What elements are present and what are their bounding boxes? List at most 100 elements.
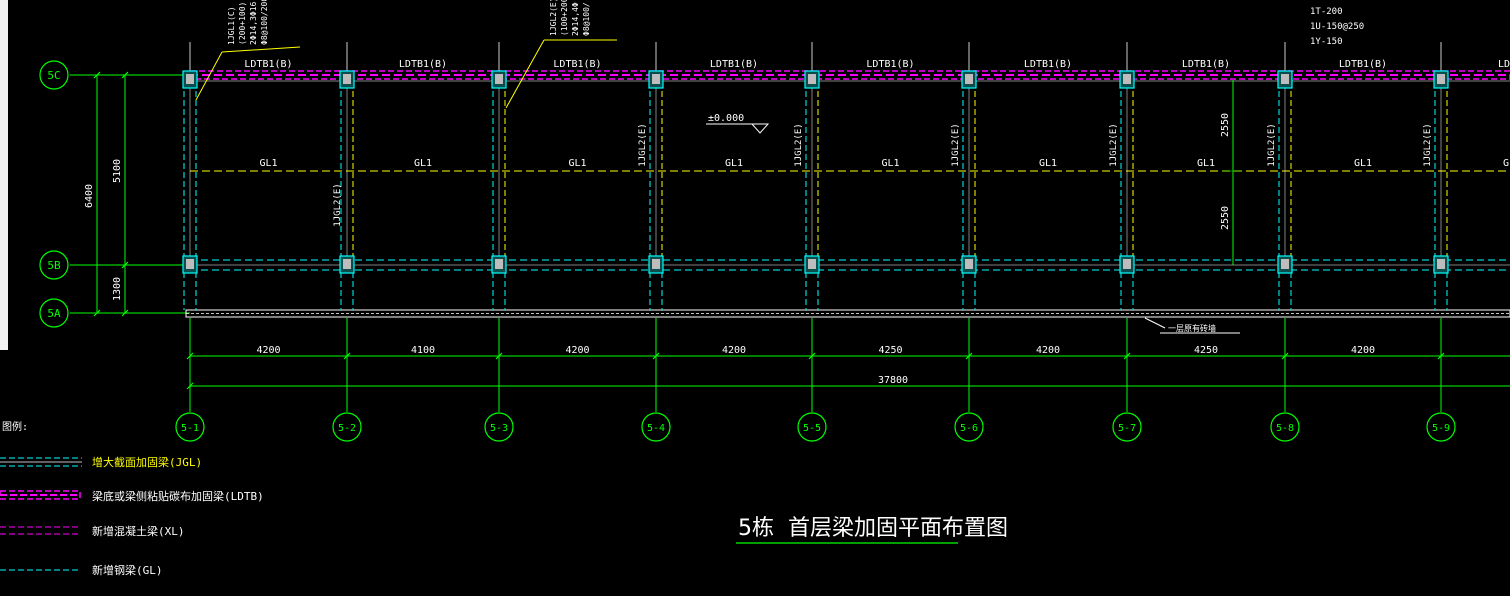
span-dimension-text: 4250: [1194, 345, 1218, 356]
span-dimension-text: 4200: [722, 345, 746, 356]
jgl2-column-label: 1JGL2(E): [1109, 123, 1119, 166]
legend-ldtb-swatch: [0, 490, 81, 500]
vertical-dimension-lower-text: 1300: [112, 277, 123, 301]
span-dimension-tick: [1123, 352, 1131, 360]
ldtb-beam-label: LDTB1(B): [399, 59, 447, 70]
row-axis-bubble: [39, 250, 69, 280]
column-axis-label: 5-7: [1118, 423, 1136, 434]
window-left-edge: [0, 0, 8, 350]
vertical-dimension-upper-text: 5100: [112, 159, 123, 183]
column-5b-core: [808, 259, 816, 269]
ldtb-beam-label: LDTB1(B): [553, 59, 601, 70]
column-axis-bubble: [332, 412, 362, 442]
jgl2-note-line: Φ8@100/: [582, 2, 591, 36]
column-5c-core: [343, 74, 351, 84]
gl1-beam-label: GL1: [1354, 158, 1372, 169]
gl1-beam-label-partial: GL1: [1503, 158, 1510, 169]
total-dimension-text: 37800: [878, 375, 908, 386]
gl1-beam-label: GL1: [568, 158, 586, 169]
row-axis-bubble: [39, 60, 69, 90]
span-dimension-tick: [808, 352, 816, 360]
jgl2-column-label: 1JGL2(E): [951, 123, 961, 166]
row-axis-label: 5C: [47, 69, 60, 82]
column-axis-label: 5-9: [1432, 423, 1450, 434]
column-5b-core: [652, 259, 660, 269]
ldtb-beam-label: LDTB1(B): [244, 59, 292, 70]
span-dimension-tick: [343, 352, 351, 360]
jgl1-note-line: (200+100): [238, 2, 247, 45]
column-axis-bubble: [1426, 412, 1456, 442]
ldtb-beam-label: LDTB1(B): [866, 59, 914, 70]
jgl2-note-label: 1JGL2(E): [549, 0, 558, 36]
jgl2-column-label: 1JGL2(E): [1267, 123, 1277, 166]
total-dimension-tick: [186, 382, 194, 390]
column-axis-label: 5-2: [338, 423, 356, 434]
column-axis-bubble: [797, 412, 827, 442]
column-axis-label: 5-6: [960, 423, 978, 434]
gl1-beam-label: GL1: [1197, 158, 1215, 169]
span-dimension-tick: [652, 352, 660, 360]
column-axis-label: 5-1: [181, 423, 199, 434]
beams-layer: [185, 70, 1510, 318]
wall-note: 一层原有砖墙: [1168, 323, 1216, 333]
ldtb-beam-label: LDTB1(B): [710, 59, 758, 70]
column-5b-core: [1123, 259, 1131, 269]
column-5c-core: [808, 74, 816, 84]
vertical-dimension-tick: [121, 309, 129, 317]
right-dimension-lower-text: 2550: [1220, 206, 1231, 230]
column-5b-core: [495, 259, 503, 269]
jgl1-label: 1JGL1(C): [227, 6, 236, 45]
elevation-triangle: [706, 123, 770, 134]
column-5b-core: [343, 259, 351, 269]
elevation-mark: ±0.000: [708, 113, 744, 124]
column-5b-core: [965, 259, 973, 269]
column-axis-label: 5-5: [803, 423, 821, 434]
column-axis-bubble: [954, 412, 984, 442]
row-axis-label: 5A: [47, 307, 61, 320]
jgl1-leader: [195, 51, 223, 101]
vertical-dimension-tick: [121, 71, 129, 79]
span-dimension-tick: [1437, 352, 1445, 360]
ldtb-beam-label-partial: LDTB1(B): [1498, 59, 1510, 70]
vertical-dimension-tick: [93, 71, 101, 79]
column-axis-bubble: [1270, 412, 1300, 442]
rebar-note-line-1: 1T-200: [1310, 7, 1343, 17]
legend-item-label: 新增钢梁(GL): [92, 563, 163, 577]
jgl2-column-label: 1JGL2(E): [794, 123, 804, 166]
span-dimension-tick: [186, 352, 194, 360]
column-5c-core: [495, 74, 503, 84]
legend-item-label: 增大截面加固梁(JGL): [92, 455, 202, 469]
jgl2-column-label: 1JGL2(E): [638, 123, 648, 166]
ldtb-beam-label: LDTB1(B): [1339, 59, 1387, 70]
column-axis-bubble: [1112, 412, 1142, 442]
span-dimension-text: 4200: [1036, 345, 1060, 356]
column-5b-core: [1437, 259, 1445, 269]
span-dimension-tick: [1281, 352, 1289, 360]
row-axis-bubble: [39, 298, 69, 328]
jgl2-note-line: 2Φ14,4Φ: [571, 2, 580, 36]
columns-layer: [182, 70, 1449, 310]
rebar-note-line-3: 1Y-150: [1310, 37, 1343, 47]
legend: 图例:增大截面加固梁(JGL)梁底或梁侧粘贴碳布加固梁(LDTB)新增混凝土梁(…: [0, 420, 264, 577]
legend-item-label: 新增混凝土梁(XL): [92, 524, 185, 538]
vertical-dimension-outer-text: 6400: [84, 184, 95, 208]
vertical-dimension-tick: [93, 309, 101, 317]
vertical-dimension-tick: [121, 261, 129, 269]
span-dimension-tick: [965, 352, 973, 360]
row-axis-label: 5B: [47, 259, 61, 272]
span-dimension-text: 4250: [878, 345, 902, 356]
column-axis-label: 5-4: [647, 423, 665, 434]
column-5c-core: [1281, 74, 1289, 84]
ldtb-beam-label: LDTB1(B): [1182, 59, 1230, 70]
column-axis-bubble: [484, 412, 514, 442]
gl1-beam-label: GL1: [414, 158, 432, 169]
column-5c-core: [1437, 74, 1445, 84]
gl1-beam-label: GL1: [725, 158, 743, 169]
column-5c-core: [1123, 74, 1131, 84]
span-dimension-tick: [495, 352, 503, 360]
jgl1-note-line: Φ8@100/200: [260, 0, 269, 45]
legend-item-label: 梁底或梁侧粘贴碳布加固梁(LDTB): [92, 489, 264, 503]
jgl1-leader-tail: [221, 46, 301, 53]
